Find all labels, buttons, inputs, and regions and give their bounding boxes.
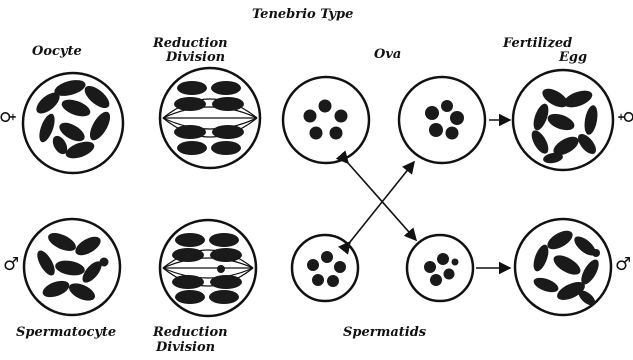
reduction-division-top-label-2: Division: [166, 50, 226, 65]
figure-title: Tenebrio Type: [252, 7, 354, 22]
reduction-division-bottom-label-1: Reduction: [153, 325, 228, 340]
male-symbol-right: ♂: [615, 254, 632, 275]
spermatids-label: Spermatids: [343, 325, 427, 340]
female-symbol-left: ♀: [0, 110, 19, 123]
fertilized-egg-label-2: Egg: [559, 50, 588, 65]
reduction-division-top-cell: [158, 66, 262, 170]
oocyte-cell: [21, 71, 125, 175]
ovum-left-cell: [281, 75, 371, 165]
reduction-division-bottom-cell: [158, 218, 258, 318]
reduction-division-top-label-1: Reduction: [153, 36, 228, 51]
reduction-division-bottom-label-2: Division: [156, 340, 216, 355]
ovum-right-cell: [397, 75, 487, 165]
female-symbol-right: ♀: [616, 110, 633, 123]
arrows: [335, 113, 512, 275]
spermatocyte-label: Spermatocyte: [16, 325, 117, 340]
spermatid-right-cell: [405, 233, 475, 303]
arrow-cross-b: [335, 150, 418, 242]
male-symbol-left: ♂: [3, 254, 20, 275]
spermatid-left-cell: [290, 233, 360, 303]
fertilized-egg-cell: [511, 68, 615, 172]
spermatocyte-cell: [22, 217, 122, 317]
ova-label: Ova: [374, 47, 402, 62]
oocyte-label: Oocyte: [32, 44, 82, 59]
fertilized-egg-label-1: Fertilized: [503, 36, 573, 51]
fertilized-egg-bottom-cell: [513, 217, 613, 317]
